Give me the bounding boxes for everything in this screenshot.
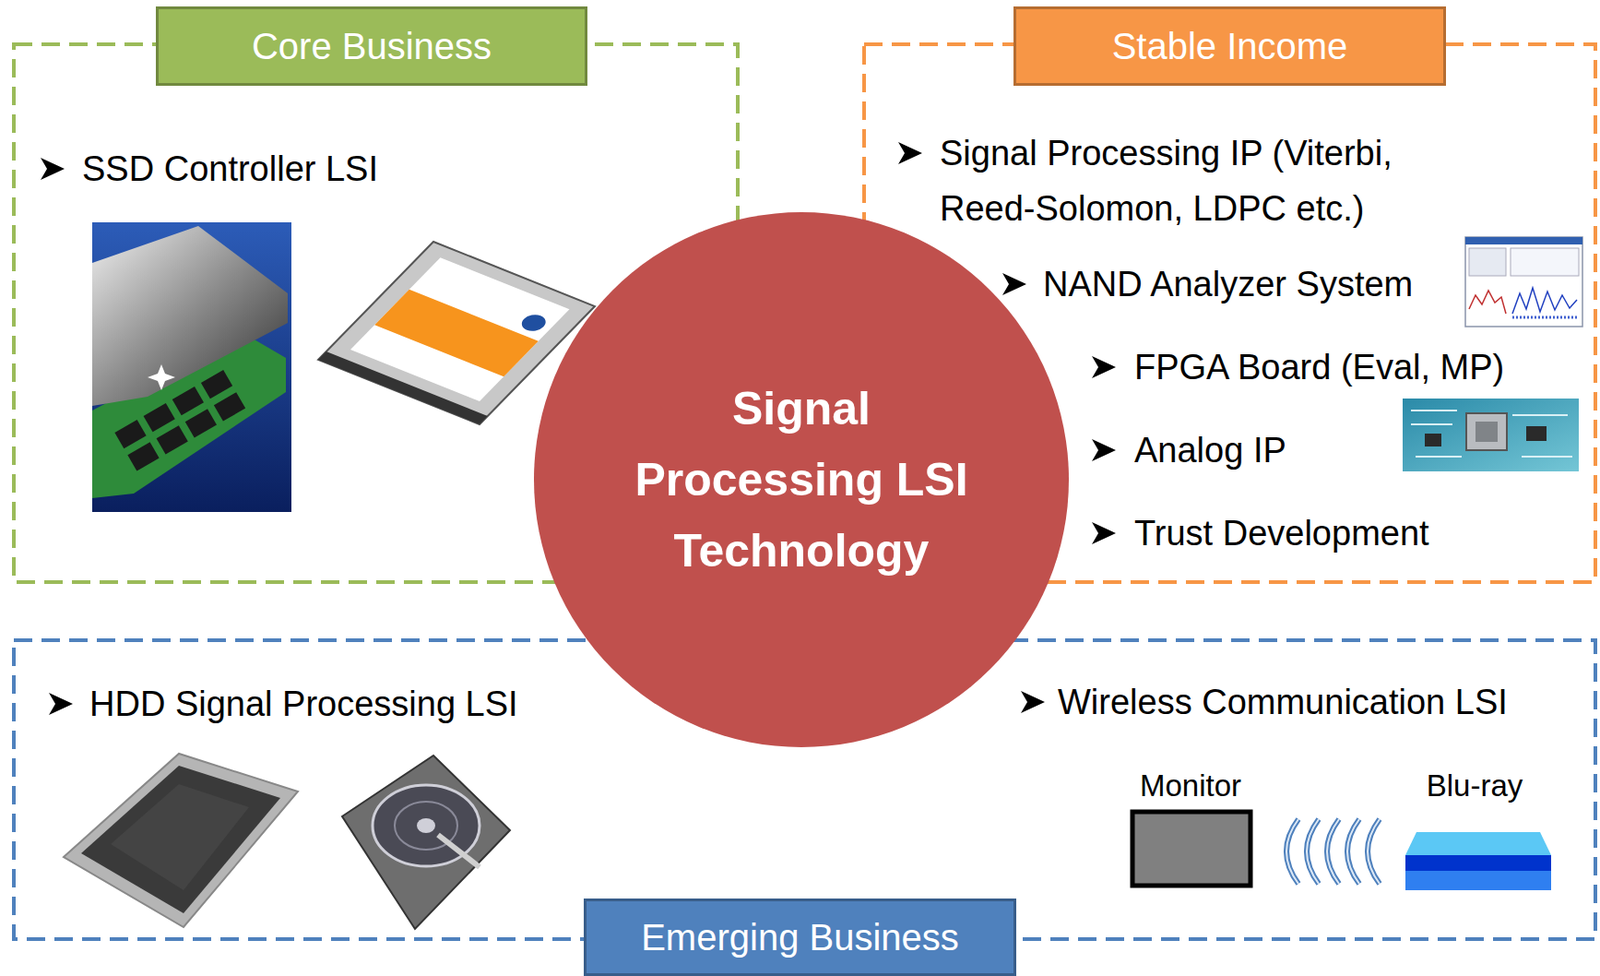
region-heading: Stable Income [1112, 25, 1349, 68]
bullet-text: Signal Processing IP (Viterbi, Reed-Solo… [939, 125, 1447, 237]
title-wrap: Signal Processing LSI Technology [616, 373, 986, 587]
region-heading-box: Emerging Business [583, 898, 1017, 976]
bullet-wrap: NAND Analyzer System [1042, 262, 1458, 306]
label-wrap: Blu-ray [1373, 767, 1577, 805]
center-title: Signal Processing LSI Technology [616, 373, 986, 587]
bluray-player-symbol [1405, 831, 1552, 890]
region-heading-box: Stable Income [1013, 6, 1446, 86]
region-heading-box: Core Business [155, 6, 588, 86]
wireless-waves [1286, 818, 1380, 884]
bullet-wrap: Trust Development [1134, 511, 1577, 555]
bullet-wrap: HDD Signal Processing LSI [89, 682, 643, 725]
hdd-photo [342, 755, 510, 929]
region-heading: Core Business [251, 25, 492, 68]
bullet-text: Wireless Communication LSI [1057, 680, 1584, 723]
fpga-board-photo [1402, 398, 1579, 472]
core-circle: Signal Processing LSI Technology [533, 212, 1069, 747]
monitor-symbol [1132, 811, 1251, 886]
ssd-photo [92, 222, 292, 512]
dashed-border [13, 640, 1596, 939]
bullet-wrap: Signal Processing IP (Viterbi, Reed-Solo… [939, 125, 1447, 237]
bullet-text: SSD Controller LSI [82, 147, 654, 190]
bullet-wrap: SSD Controller LSI [82, 147, 654, 190]
device-label: Blu-ray [1373, 767, 1577, 805]
bullet-text: Analog IP [1134, 428, 1393, 472]
bullet-wrap: Analog IP [1134, 428, 1393, 472]
label-wrap: Monitor [1089, 767, 1292, 805]
screenshot-icon [1465, 237, 1583, 327]
bullet-text: HDD Signal Processing LSI [89, 682, 643, 725]
bullet-text: Trust Development [1134, 511, 1577, 555]
bullet-wrap: Wireless Communication LSI [1057, 680, 1584, 723]
bullet-text: NAND Analyzer System [1042, 262, 1458, 306]
device-label: Monitor [1089, 767, 1292, 805]
region-heading: Emerging Business [640, 916, 960, 959]
bullet-wrap: FPGA Board (Eval, MP) [1134, 345, 1577, 389]
circle-fill [533, 212, 1069, 747]
lsi-chip-photo [63, 753, 298, 927]
bullet-text: FPGA Board (Eval, MP) [1134, 345, 1577, 389]
